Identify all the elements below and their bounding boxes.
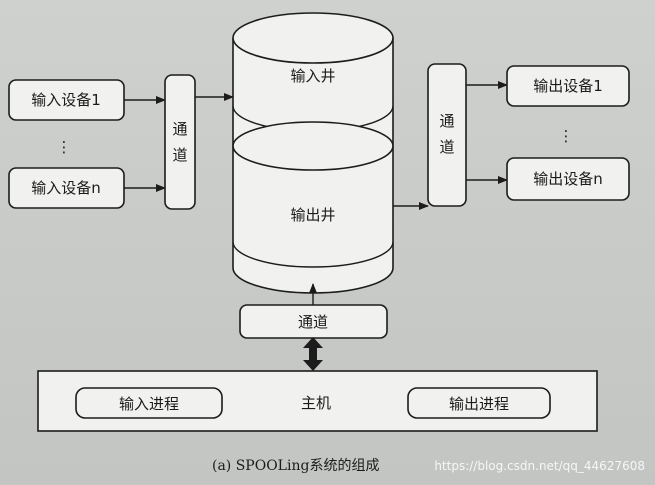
double-arrow: [303, 337, 323, 371]
well-cylinder: 输入井 输出井: [232, 12, 394, 294]
watermark-text: https://blog.csdn.net/qq_44627608: [434, 459, 645, 473]
right-channel: 通 道: [427, 63, 467, 207]
left-channel-char-1: 通: [172, 120, 187, 138]
output-well-top: [232, 121, 394, 171]
output-device-n-label: 输出设备n: [533, 170, 603, 188]
cylinder-top: [232, 12, 394, 64]
output-well-divider: [232, 241, 394, 268]
input-device-1-label: 输入设备1: [31, 91, 101, 109]
output-device-n: 输出设备n: [506, 157, 630, 201]
bottom-channel: 通道: [239, 304, 388, 339]
right-channel-char-2: 道: [439, 138, 454, 156]
right-channel-char-1: 通: [439, 112, 454, 130]
output-ellipsis: ⋮: [559, 127, 574, 145]
output-device-1-label: 输出设备1: [533, 77, 603, 95]
input-device-n-label: 输入设备n: [31, 179, 101, 197]
input-ellipsis: ⋮: [57, 138, 72, 156]
input-process: 输入进程: [75, 387, 223, 419]
host-label: 主机: [301, 394, 331, 412]
left-channel: 通 道: [164, 74, 196, 210]
input-device-n: 输入设备n: [8, 167, 125, 209]
output-process: 输出进程: [407, 387, 551, 419]
output-well-label: 输出井: [290, 206, 335, 224]
output-device-1: 输出设备1: [506, 65, 630, 107]
bottom-channel-label: 通道: [298, 313, 328, 331]
figure-caption: (a) SPOOLing系统的组成: [212, 458, 379, 474]
input-well-label: 输入井: [290, 67, 335, 85]
output-process-label: 输出进程: [449, 395, 509, 413]
left-channel-char-2: 道: [172, 146, 187, 164]
input-device-1: 输入设备1: [8, 79, 125, 121]
input-process-label: 输入进程: [119, 395, 179, 413]
